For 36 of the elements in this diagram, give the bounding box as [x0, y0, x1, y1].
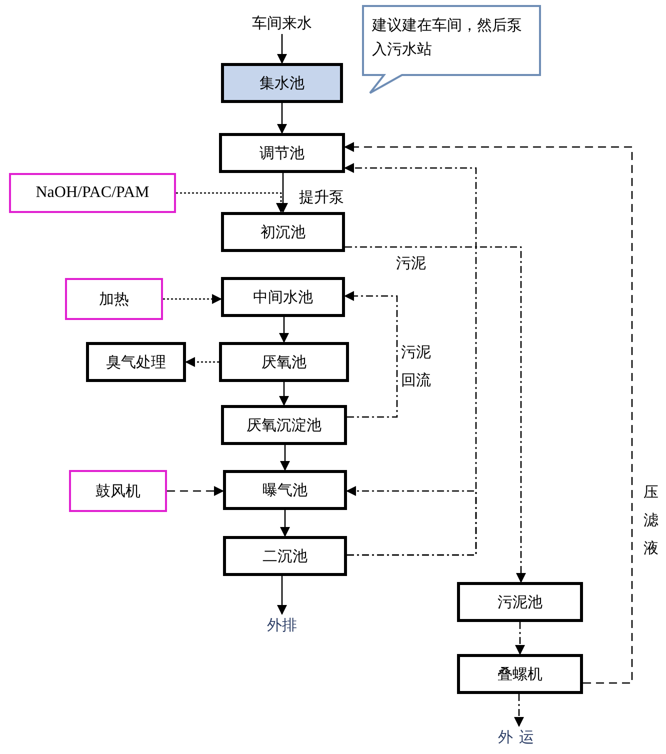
arrow: [279, 382, 289, 406]
edge-label: 提升泵: [299, 187, 344, 207]
process-box: 中间水池: [221, 277, 345, 317]
process-box: 臭气处理: [86, 342, 186, 382]
arrow: [277, 103, 287, 134]
arrow: [514, 694, 524, 727]
process-box: 初沉池: [221, 212, 345, 252]
flow-text: 车间来水: [251, 12, 313, 34]
process-box: 污泥池: [457, 582, 583, 622]
tank-box: 集水池: [221, 63, 343, 103]
process-box: 厌氧沉淀池: [221, 405, 347, 445]
arrow: [280, 445, 290, 471]
arrow: [344, 142, 633, 684]
process-box: 厌氧池: [219, 342, 349, 382]
arrow: [277, 576, 287, 615]
arrow: [185, 357, 219, 367]
arrow: [344, 291, 398, 418]
process-box: 调节池: [219, 133, 345, 173]
process-box: 二沉池: [223, 536, 347, 576]
arrow: [163, 294, 222, 304]
input-box: 加热: [65, 278, 163, 320]
flow-text: 外运: [494, 726, 544, 748]
arrow: [167, 486, 224, 496]
arrow: [346, 486, 477, 556]
edge-label: 污泥: [396, 253, 426, 273]
input-box: NaOH/PAC/PAM: [9, 173, 176, 213]
process-box: 叠螺机: [457, 654, 583, 694]
arrow: [515, 622, 525, 655]
process-box: 曝气池: [223, 470, 347, 510]
callout-bubble: 建议建在车间，然后泵入污水站: [362, 5, 542, 95]
input-box: 鼓风机: [69, 470, 167, 512]
arrow: [345, 246, 526, 583]
arrow: [280, 510, 290, 537]
flow-text: 外排: [262, 614, 302, 636]
arrow: [277, 34, 287, 64]
arrow: [279, 317, 289, 343]
